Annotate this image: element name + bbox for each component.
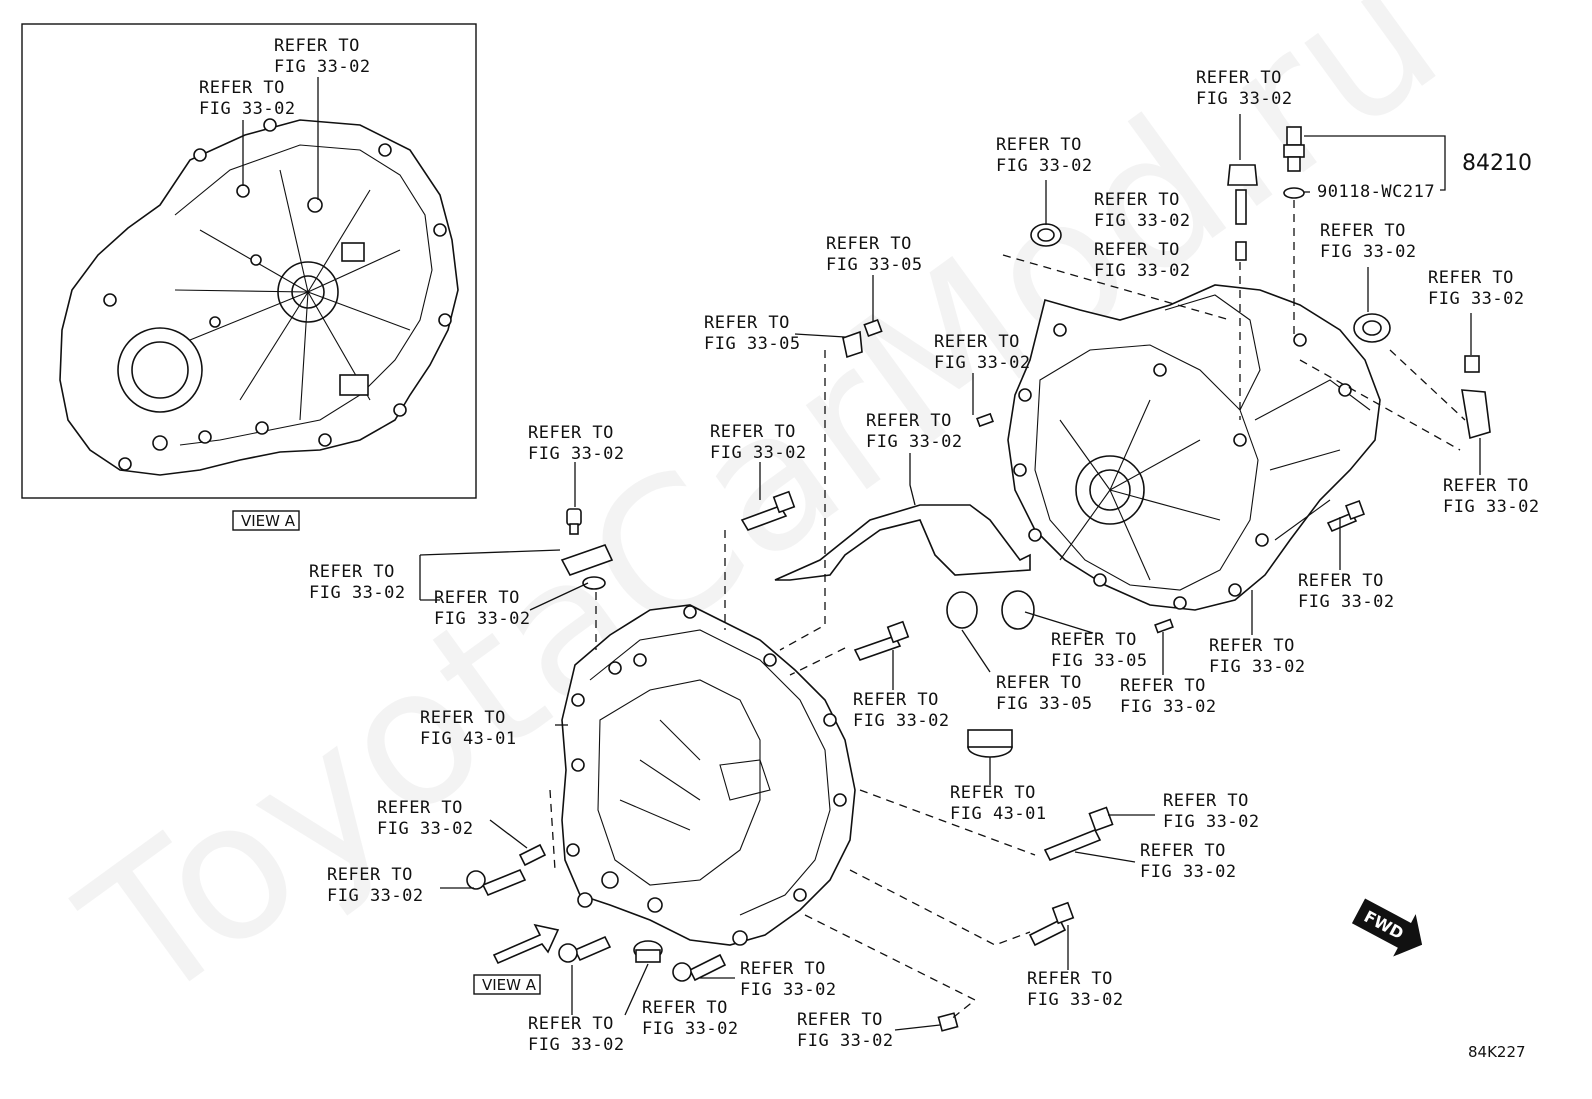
rear-transaxle-housing [1007, 284, 1381, 611]
view-a-label-bottom: VIEW A [473, 974, 541, 995]
inset-transaxle-housing [59, 119, 459, 476]
view-a-label-top: VIEW A [232, 510, 300, 531]
part-number-90118: 90118-WC217 [1317, 182, 1435, 202]
svg-text:VIEW A: VIEW A [241, 512, 296, 530]
fwd-arrow-icon: FWD [1351, 898, 1423, 957]
diagram-code: 84K227 [1468, 1043, 1526, 1061]
part-number-84210: 84210 [1462, 151, 1532, 176]
alignment-lines [549, 200, 1466, 1021]
view-a-arrow [492, 923, 560, 965]
small-parts [466, 126, 1491, 1032]
svg-text:VIEW A: VIEW A [482, 976, 537, 994]
inset-frame [21, 23, 477, 499]
front-transaxle-housing [561, 604, 856, 946]
leader-lines [419, 114, 1481, 1031]
